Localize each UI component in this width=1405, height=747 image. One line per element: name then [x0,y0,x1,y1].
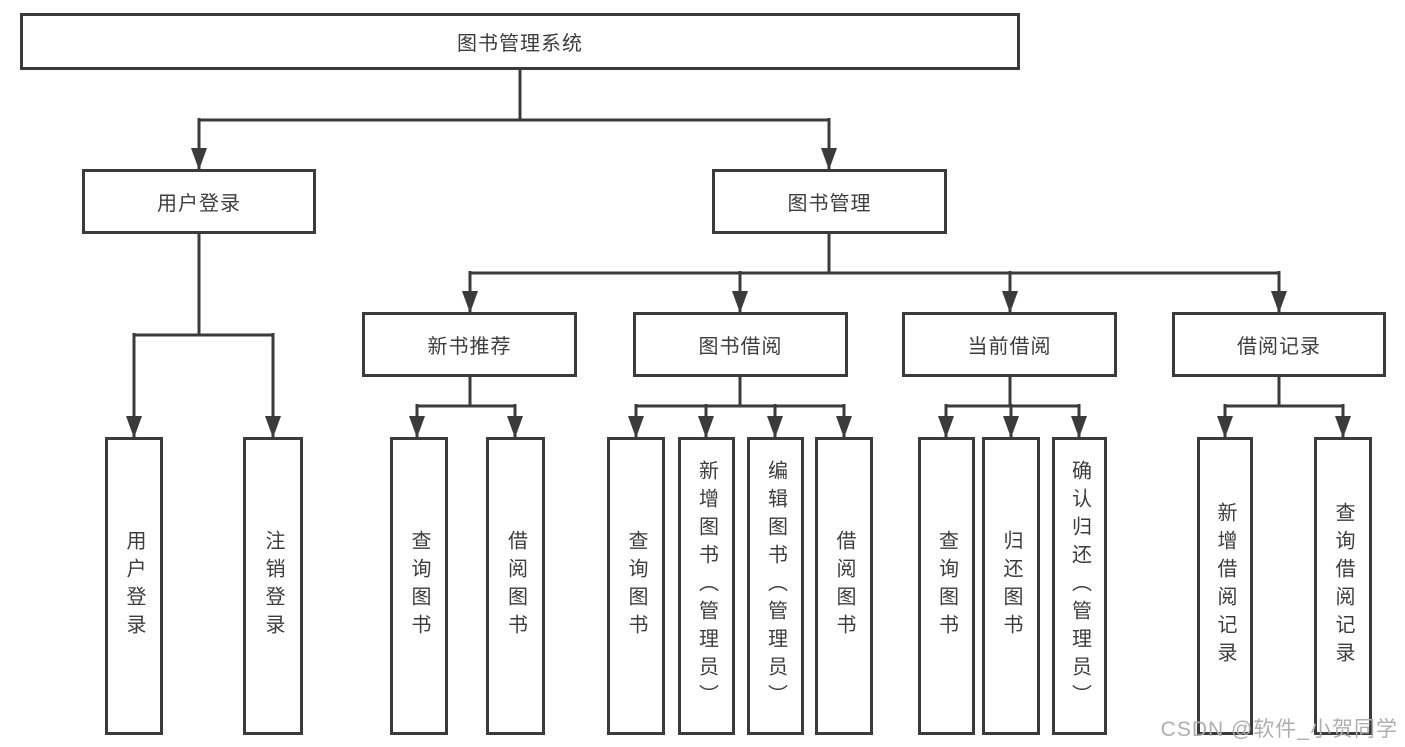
node-book-borrow: 图书借阅 [633,312,848,377]
leaf-label: 归还图书 [1000,530,1022,642]
node-leaf-add-borrow-record: 新增借阅记录 [1197,437,1253,735]
node-book-mgmt: 图书管理 [712,169,947,234]
watermark: CSDN @软件_小贺同学 [1160,718,1398,741]
connector-root [199,70,829,122]
connector-current-borrow [946,377,1079,408]
connector-borrow-records [1225,377,1343,408]
node-leaf-query-books-rec: 查询图书 [390,437,448,735]
connector-user-login [134,234,273,337]
node-leaf-query-books-current: 查询图书 [918,437,975,735]
leaf-label: 借阅图书 [833,530,855,642]
node-current-borrow: 当前借阅 [902,312,1117,377]
node-root: 图书管理系统 [20,13,1020,70]
node-leaf-borrow-book-borrow: 借阅图书 [815,437,873,735]
node-leaf-user-login: 用户登录 [105,437,163,735]
node-leaf-return-book: 归还图书 [982,437,1040,735]
node-leaf-query-books-borrow: 查询图书 [607,437,665,735]
node-leaf-borrow-book-rec: 借阅图书 [486,437,545,735]
leaf-label: 确认归还（管理员） [1068,460,1091,712]
node-leaf-logout: 注销登录 [243,437,303,735]
leaf-label: 注销登录 [262,530,284,642]
node-leaf-add-book-admin: 新增图书（管理员） [678,437,735,735]
leaf-label: 编辑图书（管理员） [764,460,787,712]
connector-new-book-rec [417,377,515,408]
connector-book-borrow [636,377,844,408]
leaf-label: 借阅图书 [504,530,527,642]
leaf-label: 用户登录 [123,530,145,642]
leaf-label: 查询图书 [408,530,430,642]
leaf-label: 查询借阅记录 [1332,502,1354,670]
node-user-login: 用户登录 [82,169,316,234]
connector-book-mgmt [470,234,1279,275]
node-borrow-records: 借阅记录 [1172,312,1386,377]
node-leaf-confirm-return-admin: 确认归还（管理员） [1052,437,1107,735]
node-leaf-query-borrow-record: 查询借阅记录 [1314,437,1372,735]
leaf-label: 新增借阅记录 [1214,502,1236,670]
node-leaf-edit-book-admin: 编辑图书（管理员） [747,437,804,735]
leaf-label: 查询图书 [625,530,647,642]
leaf-label: 查询图书 [935,530,958,642]
leaf-label: 新增图书（管理员） [695,460,718,712]
node-new-book-rec: 新书推荐 [362,312,577,377]
